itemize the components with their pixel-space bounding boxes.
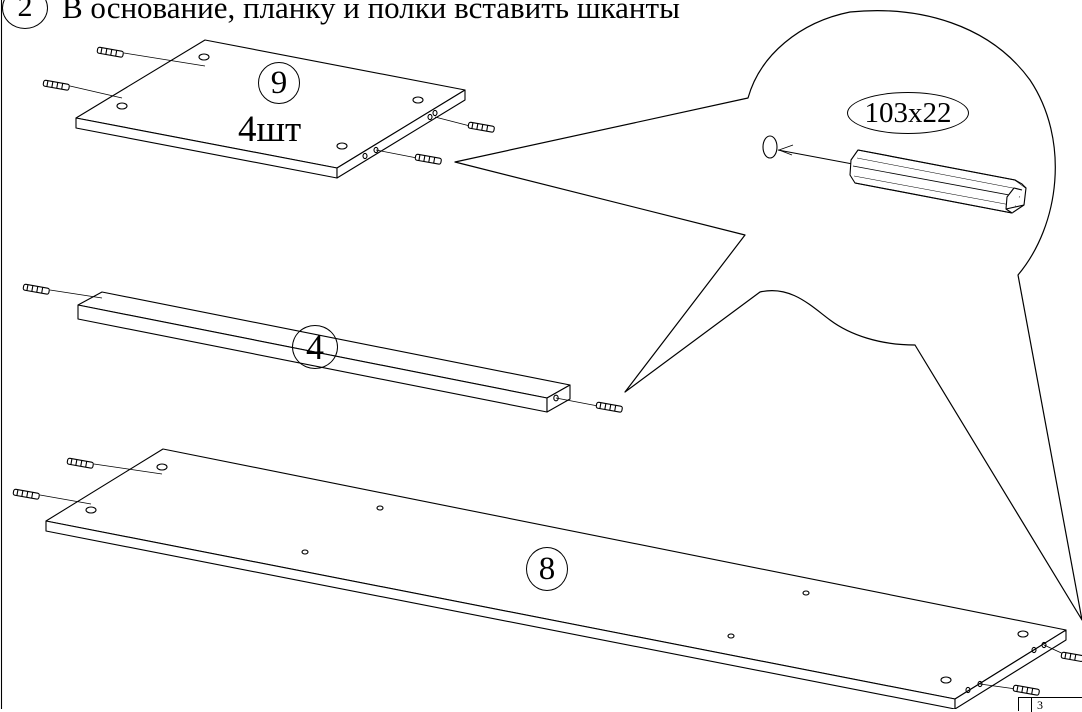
shelf-edge-hole <box>362 152 368 160</box>
rail-edge-hole <box>553 394 559 402</box>
page-box-divider <box>1031 698 1032 712</box>
shelf-hole <box>198 53 210 61</box>
dowel <box>595 401 623 413</box>
base-part-number: 8 <box>526 547 568 591</box>
shelf-hole <box>412 96 424 104</box>
shelf-quantity: 4шт <box>238 109 302 150</box>
arrow-icon <box>778 144 794 156</box>
base-edge-hole <box>1031 646 1037 654</box>
detail-hole <box>762 135 778 159</box>
base-hole <box>301 549 309 555</box>
base-hole <box>727 633 735 639</box>
rail-part-number: 4 <box>292 325 338 369</box>
page-number-box: 3 <box>1018 697 1082 712</box>
shelf-edge-hole <box>432 109 438 117</box>
base-hole <box>376 505 384 511</box>
dowel <box>96 46 124 58</box>
detail-guide-line <box>777 149 859 166</box>
dowel <box>22 283 50 295</box>
shelf-hole <box>116 102 128 110</box>
dowel-size-label: 103x22 <box>847 92 969 134</box>
dowel <box>414 153 442 165</box>
base-edge-hole <box>965 686 971 694</box>
dowel <box>1012 684 1040 696</box>
page-number: 3 <box>1037 698 1043 712</box>
base-hole <box>802 590 810 596</box>
base-edge-hole <box>1041 641 1047 649</box>
dowel <box>66 457 94 469</box>
dowels <box>12 46 1082 696</box>
shelf-edge-hole <box>427 113 433 121</box>
shelf-hole <box>336 142 348 150</box>
base-hole <box>85 506 97 514</box>
dowel <box>1060 651 1082 662</box>
base-hole <box>156 463 168 471</box>
shelf-panel <box>75 39 466 179</box>
magnifier-callout <box>454 10 1082 621</box>
dowel <box>42 79 70 91</box>
step-instruction: В основание, планку и полки вставить шка… <box>62 0 680 25</box>
base-hole <box>940 676 952 684</box>
dowel <box>467 121 495 133</box>
base-hole <box>1017 630 1029 638</box>
shelf-part-number: 9 <box>258 62 300 104</box>
detail-dowel <box>849 149 1027 214</box>
dowel <box>12 488 40 500</box>
